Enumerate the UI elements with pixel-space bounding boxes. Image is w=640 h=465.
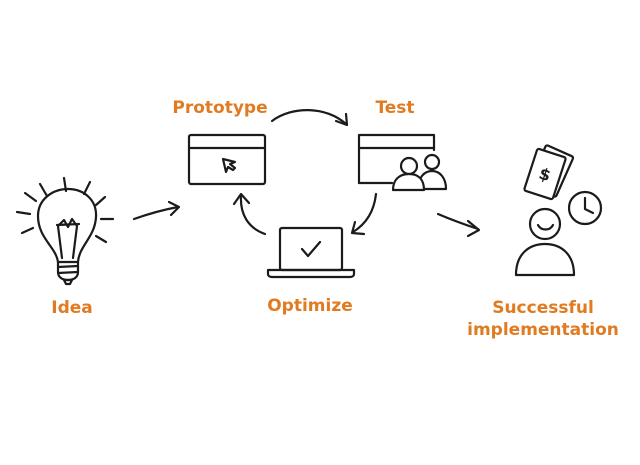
lightbulb-icon bbox=[15, 176, 115, 286]
step-label-idea: Idea bbox=[51, 298, 93, 318]
step-label-optimize: Optimize bbox=[267, 296, 353, 316]
arrow-idea-to-prototype-icon bbox=[132, 200, 181, 221]
step-label-success-line2: implementation bbox=[467, 320, 619, 340]
step-label-prototype: Prototype bbox=[172, 98, 268, 118]
arrow-prototype-to-test-icon bbox=[270, 109, 349, 127]
laptop-check-icon bbox=[266, 226, 356, 279]
browser-window-cursor-icon bbox=[187, 133, 267, 186]
arrow-to-success-icon bbox=[436, 212, 481, 238]
step-label-success-line1: Successful bbox=[492, 298, 594, 318]
happy-person-money-clock-icon: $ bbox=[514, 144, 603, 277]
arrow-optimize-to-prototype-icon bbox=[232, 192, 267, 236]
arrow-test-to-optimize-icon bbox=[350, 192, 378, 236]
svg-text:$: $ bbox=[537, 164, 553, 186]
browser-window-users-icon bbox=[357, 133, 448, 192]
step-label-test: Test bbox=[375, 98, 415, 118]
